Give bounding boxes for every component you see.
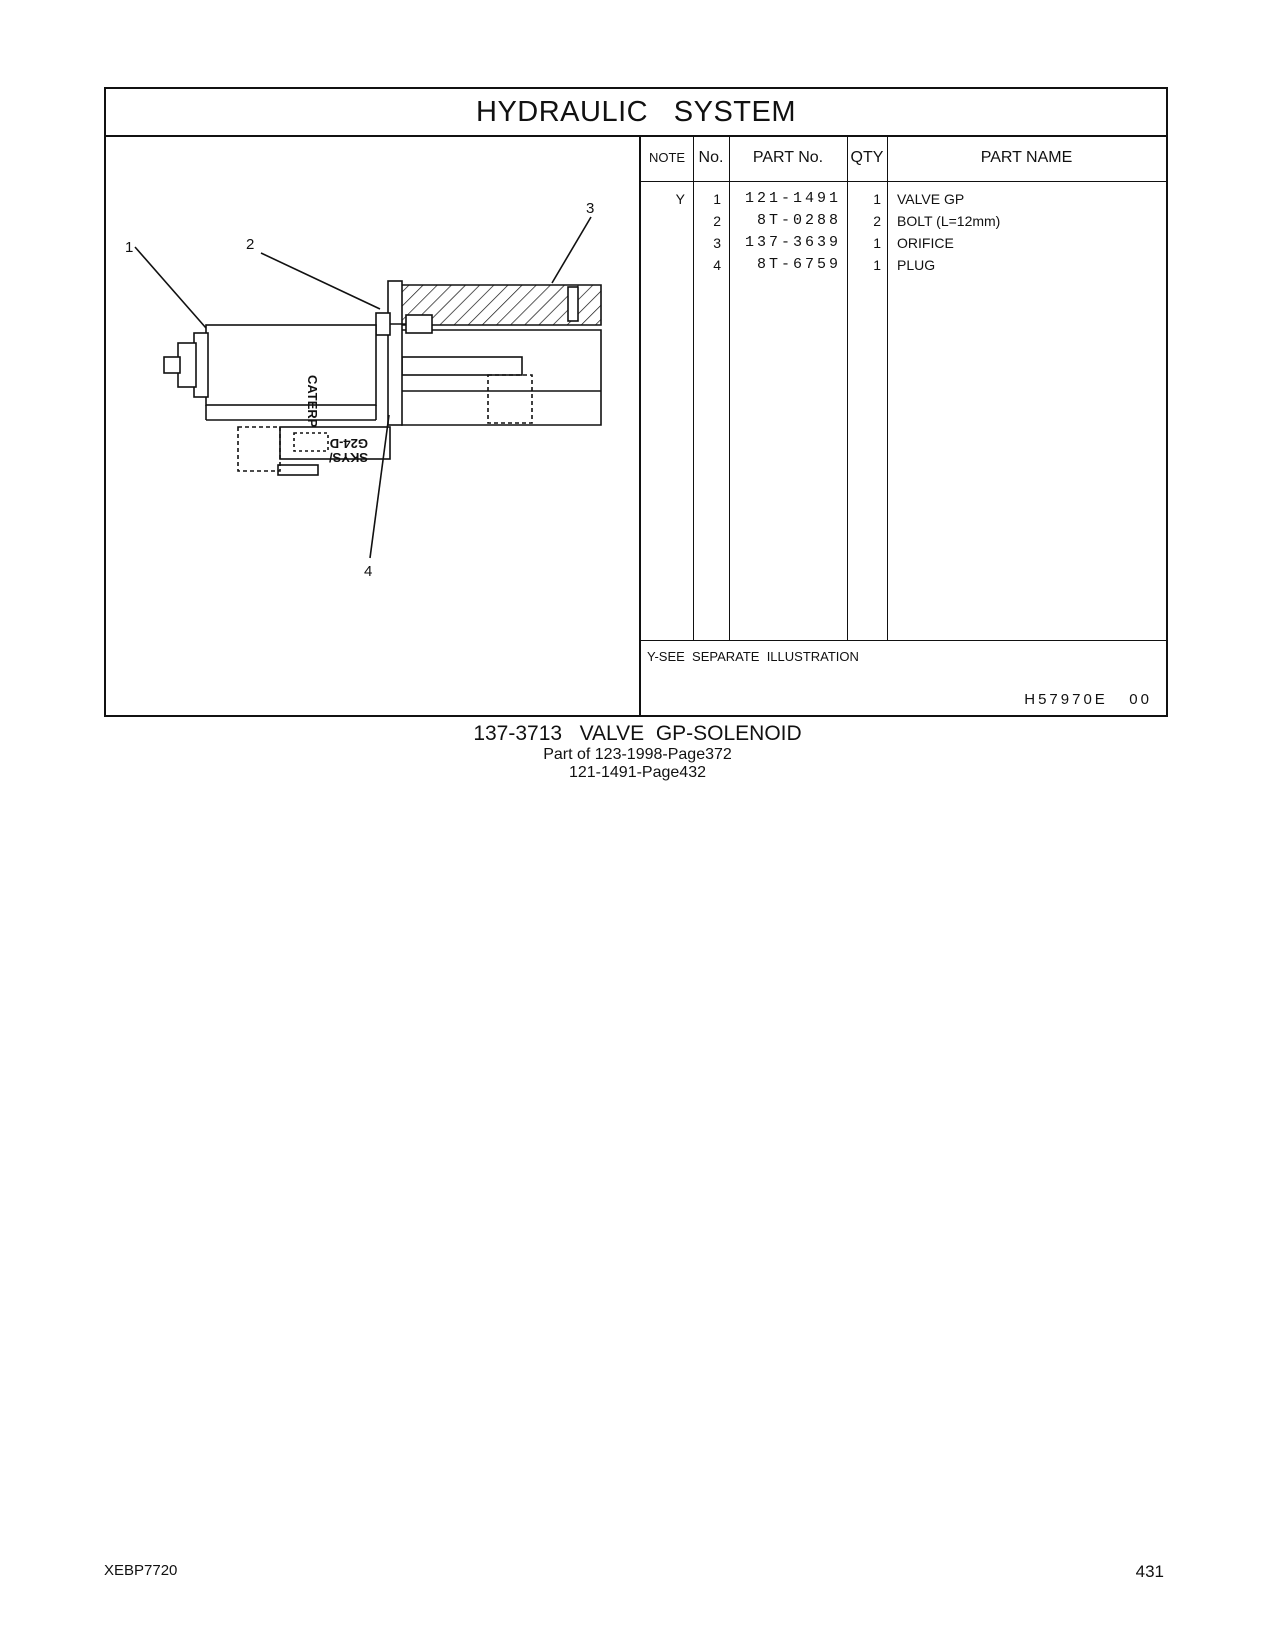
- row-part-no: 8T-0288: [756, 212, 841, 229]
- header-part-name: PART NAME: [980, 149, 1073, 166]
- header-part-no: PART No.: [752, 149, 824, 166]
- drawing-id: H57970E 00: [1024, 691, 1152, 708]
- row-note: [641, 210, 693, 232]
- callout-1: 1: [125, 239, 133, 256]
- callout-2: 2: [246, 236, 254, 253]
- row-qty: 1: [873, 191, 881, 207]
- row-part-no: 8T-6759: [756, 256, 841, 273]
- header-no: No.: [698, 149, 724, 166]
- brand-marking: CATERP: [305, 375, 320, 428]
- parts-page-frame: HYDRAULIC SYSTEM: [104, 87, 1168, 717]
- row-number: 1: [713, 191, 721, 207]
- table-row: Y 1 121-1491 1 VALVE GP: [641, 188, 1166, 210]
- row-part-name: VALVE GP: [897, 191, 965, 207]
- reference-line-1: Part of 123-1998-Page372: [543, 746, 732, 763]
- row-qty: 2: [873, 213, 881, 229]
- row-number: 4: [713, 257, 721, 273]
- header-qty: QTY: [850, 149, 884, 166]
- row-part-no: 121-1491: [744, 190, 841, 207]
- callout-3: 3: [586, 200, 594, 217]
- section-title: HYDRAULIC SYSTEM: [106, 89, 1166, 137]
- parts-illustration: 1 2 3 4 CATERP SKYS/ G24-D: [106, 135, 641, 717]
- reference-line-2: 121-1491-Page432: [568, 764, 706, 781]
- column-divider: [887, 135, 888, 640]
- parts-list-table: NOTE No. PART No. QTY PART NAME Y 1 121-…: [641, 135, 1166, 717]
- row-qty: 1: [873, 235, 881, 251]
- row-note: Y: [675, 191, 685, 207]
- group-title: 137-3713 VALVE GP-SOLENOID: [473, 722, 802, 745]
- footnote-rule: [641, 640, 1166, 641]
- table-row: 3 137-3639 1 ORIFICE: [641, 232, 1166, 254]
- column-divider: [729, 135, 730, 640]
- header-note: NOTE: [648, 150, 686, 165]
- row-number: 2: [713, 213, 721, 229]
- callout-4: 4: [364, 563, 372, 580]
- table-row: 4 8T-6759 1 PLUG: [641, 254, 1166, 276]
- table-row: 2 8T-0288 2 BOLT (L=12mm): [641, 210, 1166, 232]
- solenoid-valve-drawing: 1 2 3 4 CATERP SKYS/ G24-D: [125, 200, 602, 580]
- row-note: [641, 232, 693, 254]
- row-number: 3: [713, 235, 721, 251]
- page-number: 431: [1135, 1562, 1164, 1581]
- document-id: XEBP7720: [104, 1562, 178, 1579]
- row-note: [641, 254, 693, 276]
- connector-code-2: G24-D: [330, 436, 368, 451]
- row-part-name: PLUG: [897, 257, 936, 273]
- column-divider: [693, 135, 694, 640]
- row-part-no: 137-3639: [744, 234, 841, 251]
- header-rule: [641, 181, 1166, 182]
- row-part-name: ORIFICE: [897, 235, 954, 251]
- illustration-footnote: Y-SEE SEPARATE ILLUSTRATION: [647, 649, 859, 664]
- column-divider: [847, 135, 848, 640]
- row-part-name: BOLT (L=12mm): [897, 213, 1001, 229]
- connector-code-1: SKYS/: [329, 450, 368, 465]
- row-qty: 1: [873, 257, 881, 273]
